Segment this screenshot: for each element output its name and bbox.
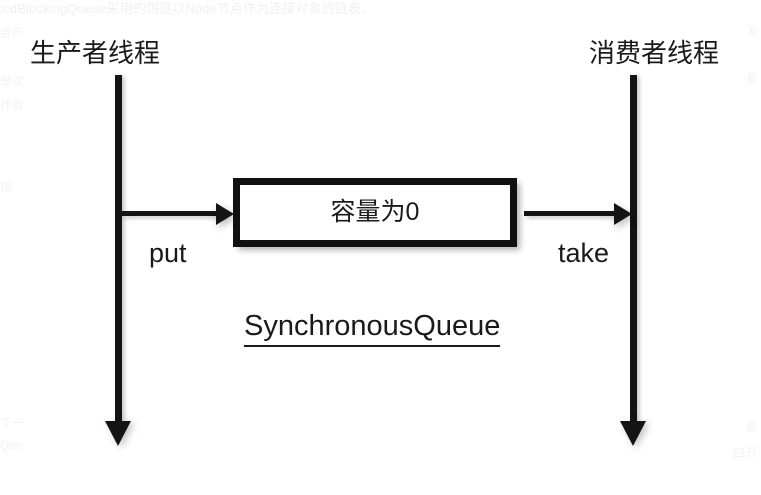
queue-box: 容量为0 [233,178,517,247]
take-arrow-line [524,211,616,216]
consumer-lifeline [630,75,637,423]
producer-thread-label: 生产者线程 [30,38,161,68]
background-artifact-right-1: 发 [746,24,759,38]
background-artifact-left-3: 作者 [0,98,25,112]
background-artifact-top-line: xedBlockingQueue采用的则是以Node节点作为连接对象的链表。 [0,1,375,16]
diagram-caption: SynchronousQueue [244,312,501,347]
consumer-thread-label: 消费者线程 [589,38,720,68]
put-arrow-line [122,211,218,216]
queue-capacity-label: 容量为0 [330,198,420,226]
put-operation-label: put [149,238,187,268]
producer-lifeline [115,75,122,423]
background-artifact-bottom-left-2: Que [0,438,23,452]
background-artifact-left-1: 会产 [0,26,25,40]
consumer-lifeline-arrowhead-icon [620,421,646,446]
take-arrowhead-icon [614,203,632,225]
background-artifact-right-2: 者 [744,72,757,86]
background-artifact-left-4: 插 [0,180,13,194]
take-operation-label: take [558,238,610,268]
background-artifact-left-2: 是次 [0,74,25,88]
producer-lifeline-arrowhead-icon [105,421,131,446]
background-artifact-bottom-left-1: 丁一 [0,416,25,430]
background-artifact-bottom-right-1: 者 [744,420,757,434]
put-arrowhead-icon [216,203,234,225]
background-artifact-bottom-right-2: 四万 [732,446,757,460]
